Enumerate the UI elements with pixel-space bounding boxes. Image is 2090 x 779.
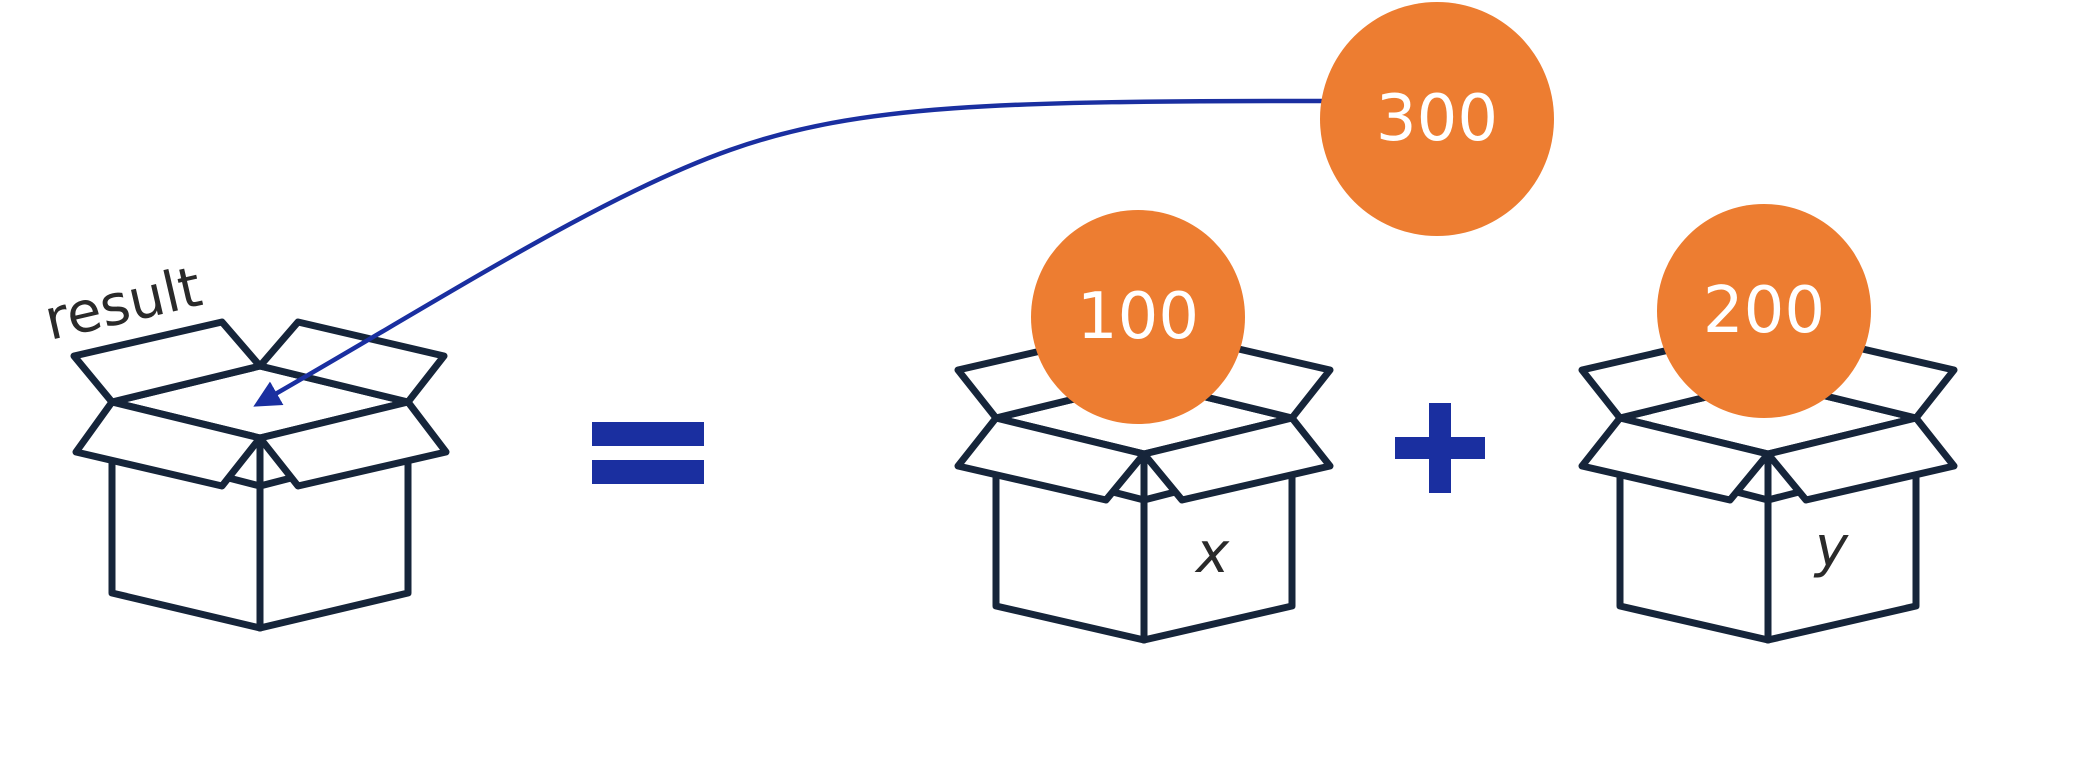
y-label: y	[1813, 515, 1849, 580]
y-value-ball	[1657, 204, 1871, 418]
x-label: x	[1194, 521, 1230, 586]
x-value-text: 100	[1077, 280, 1199, 354]
equals-icon	[592, 422, 704, 484]
sum-ball: 300	[1320, 2, 1554, 236]
sum-value-text: 300	[1376, 82, 1498, 156]
result-box: result	[39, 255, 450, 632]
y-value-text: 200	[1703, 274, 1825, 348]
assignment-arrow	[253, 98, 1323, 407]
sum-value-ball	[1320, 2, 1554, 236]
open-box-icon	[1578, 332, 1958, 644]
open-box-icon	[70, 318, 450, 632]
y-box: 200 y	[1578, 204, 1958, 644]
x-value-ball	[1031, 210, 1245, 424]
x-box: 100 x	[954, 210, 1334, 644]
plus-icon	[1395, 403, 1485, 493]
